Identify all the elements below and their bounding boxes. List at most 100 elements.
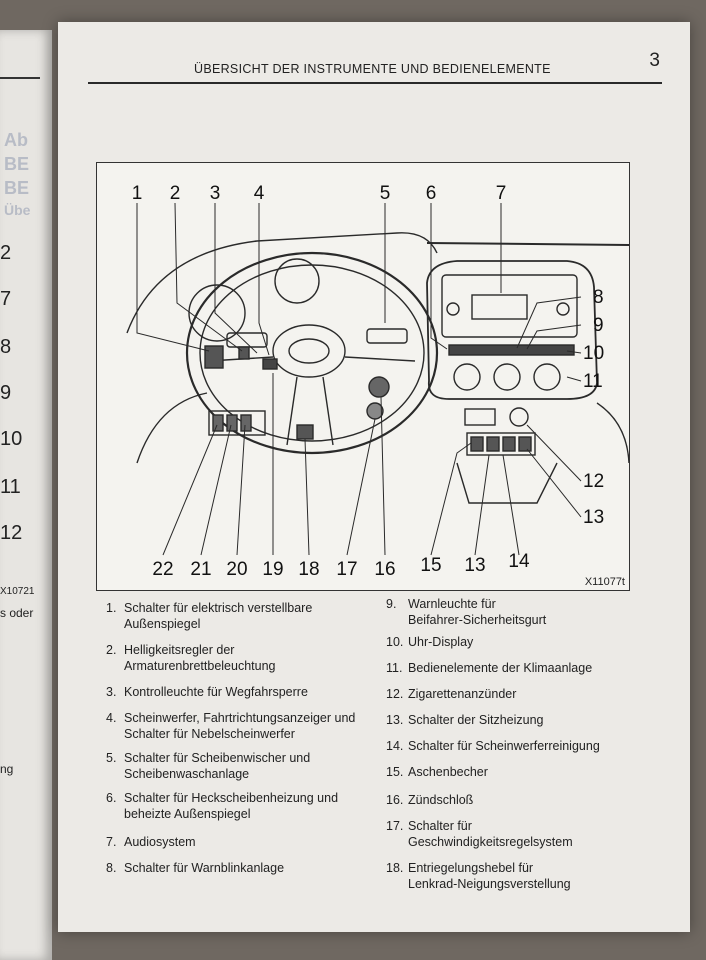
legend-number: 9. [386, 597, 397, 611]
leader-lines-right [516, 296, 582, 518]
page-number: 3 [649, 50, 660, 71]
callout-bottom: 17 [336, 559, 357, 580]
legend-item: 12. Zigarettenanzünder [386, 686, 516, 702]
left-figure-id: X10721 [0, 586, 35, 597]
legend-item: 2.Helligkeitsregler der Armaturenbrettbe… [106, 642, 275, 674]
ghost-text: Übe [4, 202, 31, 218]
left-number: 8 [0, 336, 12, 358]
lower-console-switches [466, 432, 536, 456]
callout-bottom: 21 [190, 559, 211, 580]
legend-text: Schalter für Warnblinkanlage [124, 861, 285, 875]
legend-number: 10. [386, 635, 404, 649]
callout-bottom: 13 [464, 555, 485, 576]
legend-text: Aschenbecher [408, 765, 488, 779]
left-number: 11 [0, 476, 21, 498]
seat-heater-switch-1 [470, 436, 484, 452]
page-header-title: ÜBERSICHT DER INSTRUMENTE UND BEDIENELEM… [194, 62, 551, 76]
center-console [426, 260, 598, 400]
ghost-text: Ab [4, 130, 28, 150]
callout-bottom: 22 [152, 559, 173, 580]
dash-outline [126, 232, 438, 334]
legend-number: 13. [386, 713, 404, 727]
cruise-switch [366, 402, 384, 420]
legend-text: Schalter für Geschwindigkeitsregelsystem [408, 819, 573, 849]
legend-item: 11. Bedienelemente der Klimaanlage [386, 660, 592, 676]
figure-id: X11077t [584, 576, 625, 588]
legend-text: Entriegelungshebel für Lenkrad-Neigungsv… [408, 861, 571, 891]
dash-right-edge [596, 402, 629, 464]
left-number: 2 [0, 242, 12, 264]
button-strip [448, 344, 575, 356]
legend-number: 8. [106, 861, 117, 875]
audio-knob-left [446, 302, 460, 316]
left-page-edge: Ab BE BE Übe 2 7 8 9 10 11 12 X10721 s o… [0, 30, 52, 960]
callout-top: 3 [210, 183, 221, 204]
audio-display [471, 294, 528, 320]
ghost-text: BE [4, 154, 30, 174]
legend-number: 3. [106, 685, 117, 699]
legend-number: 5. [106, 751, 117, 765]
callout-right: 12 [583, 471, 604, 492]
callout-bottom: 14 [508, 551, 530, 572]
switch-c [240, 414, 252, 432]
legend-number: 17. [386, 819, 404, 833]
cigarette-lighter [509, 407, 529, 427]
manual-page: ÜBERSICHT DER INSTRUMENTE UND BEDIENELEM… [58, 22, 690, 932]
legend-number: 2. [106, 643, 117, 657]
legend-number: 4. [106, 711, 117, 725]
legend-text: Kontrolleuchte für Wegfahrsperre [124, 685, 308, 699]
left-number: 10 [0, 428, 23, 450]
ignition [368, 376, 390, 398]
lower-switch-4 [518, 436, 532, 452]
legend-item: 6.Schalter für Heckscheibenheizung und b… [106, 790, 338, 822]
climate-dial-3 [533, 363, 561, 391]
climate-dial-2 [493, 363, 521, 391]
callout-right: 9 [593, 315, 604, 336]
header-rule [88, 82, 662, 84]
legend-number: 11. [386, 661, 403, 675]
steering-hub [272, 324, 346, 378]
dash-lower-left [136, 392, 208, 464]
legend-item: 9.Warnleuchte für Beifahrer-Sicherheitsg… [386, 596, 546, 628]
dashboard-illustration: 1 2 3 4 5 6 7 8 9 10 11 12 13 22 21 20 1… [126, 183, 629, 580]
legend-item: 15.Aschenbecher [386, 764, 488, 780]
steering-wheel-rim [185, 251, 439, 455]
left-number: 7 [0, 288, 12, 310]
legend-text: Schalter für Scheinwerferreinigung [408, 739, 600, 753]
console-lower [456, 462, 558, 504]
legend-text: Zigarettenanzünder [408, 687, 517, 701]
legend-text: Schalter der Sitzheizung [408, 713, 544, 727]
legend-item: 3. Kontrolleuchte für Wegfahrsperre [106, 684, 308, 700]
legend-text: Scheinwerfer, Fahrtrichtungsanzeiger und… [124, 711, 356, 741]
tilt-lever [296, 424, 314, 440]
callout-top: 5 [380, 183, 391, 204]
dimmer [238, 346, 250, 360]
callout-right: 10 [583, 343, 604, 364]
callout-right: 13 [583, 507, 604, 528]
wiper-stalk [366, 328, 408, 344]
legend-text: Bedienelemente der Klimaanlage [408, 661, 593, 675]
steering-wheel-inner [199, 264, 425, 442]
callout-top: 6 [426, 183, 437, 204]
stalk-knob [262, 358, 278, 370]
washer-switch [502, 436, 516, 452]
audio-unit [441, 274, 578, 338]
left-number: 12 [0, 522, 23, 544]
callout-right: 11 [583, 371, 603, 392]
legend-number: 1. [106, 601, 117, 615]
legend-item: 7.Audiosystem [106, 834, 196, 850]
left-header-rule [0, 77, 40, 79]
legend-item: 8. Schalter für Warnblinkanlage [106, 860, 284, 876]
legend-item: 14. Schalter für Scheinwerferreinigung [386, 738, 600, 754]
gauge-left [188, 284, 246, 342]
legend-item: 18.Entriegelungshebel für Lenkrad-Neigun… [386, 860, 571, 892]
steering-logo [288, 338, 330, 364]
legend-number: 12. [386, 687, 404, 701]
callout-bottom: 20 [226, 559, 247, 580]
left-number: 9 [0, 382, 12, 404]
legend-number: 16. [386, 793, 404, 807]
climate-dial-1 [453, 363, 481, 391]
left-snippet: s oder [0, 606, 34, 620]
legend-number: 14. [386, 739, 404, 753]
switch-b [226, 414, 238, 432]
